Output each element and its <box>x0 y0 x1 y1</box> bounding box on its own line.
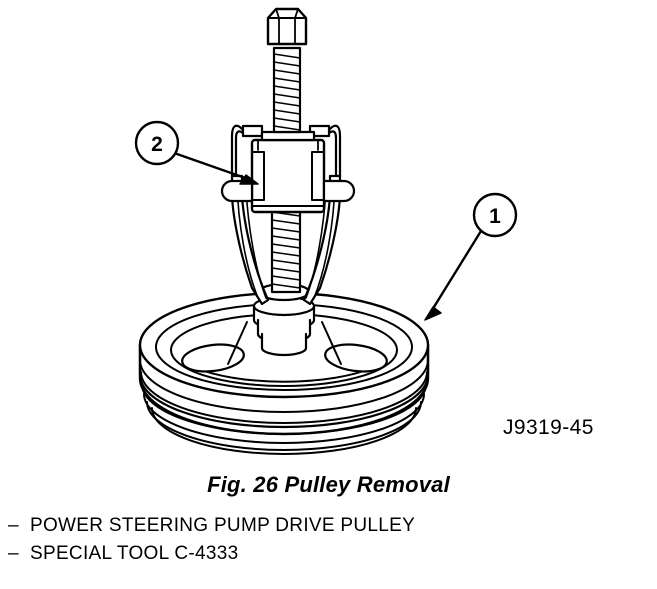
callout-2-label: 2 <box>151 133 163 156</box>
legend-dash-icon: – <box>8 543 19 564</box>
callout-1 <box>424 192 518 321</box>
hex-bolt-head <box>266 7 308 46</box>
legend-dash-icon: – <box>8 515 19 536</box>
list-item: – SPECIAL TOOL C-4333 <box>8 540 568 568</box>
puller-side-lug-left <box>220 179 254 203</box>
figure-part-number: J9319-45 <box>503 416 594 439</box>
upper-threaded-shaft <box>272 46 302 134</box>
callout-2-leader <box>175 152 253 182</box>
callout-2-arrowhead <box>239 174 259 185</box>
puller-body-block <box>250 130 326 214</box>
threaded-screw-shaft <box>270 204 302 294</box>
puller-arm-left-hook <box>241 124 264 138</box>
figure-legend: – POWER STEERING PUMP DRIVE PULLEY – SPE… <box>8 512 568 568</box>
legend-item-label: SPECIAL TOOL C-4333 <box>30 543 239 564</box>
legend-item-label: POWER STEERING PUMP DRIVE PULLEY <box>30 515 416 536</box>
callout-2-circle <box>134 120 180 166</box>
figure-caption-title: Fig. 26 Pulley Removal <box>207 472 450 497</box>
callout-1-arrowhead <box>424 306 442 321</box>
puller-side-lug-right <box>322 179 356 203</box>
callout-1-label: 1 <box>489 205 501 228</box>
callout-1-leader <box>427 229 483 317</box>
callout-1-circle <box>472 192 518 238</box>
callout-2 <box>134 120 259 185</box>
list-item: – POWER STEERING PUMP DRIVE PULLEY <box>8 512 568 540</box>
